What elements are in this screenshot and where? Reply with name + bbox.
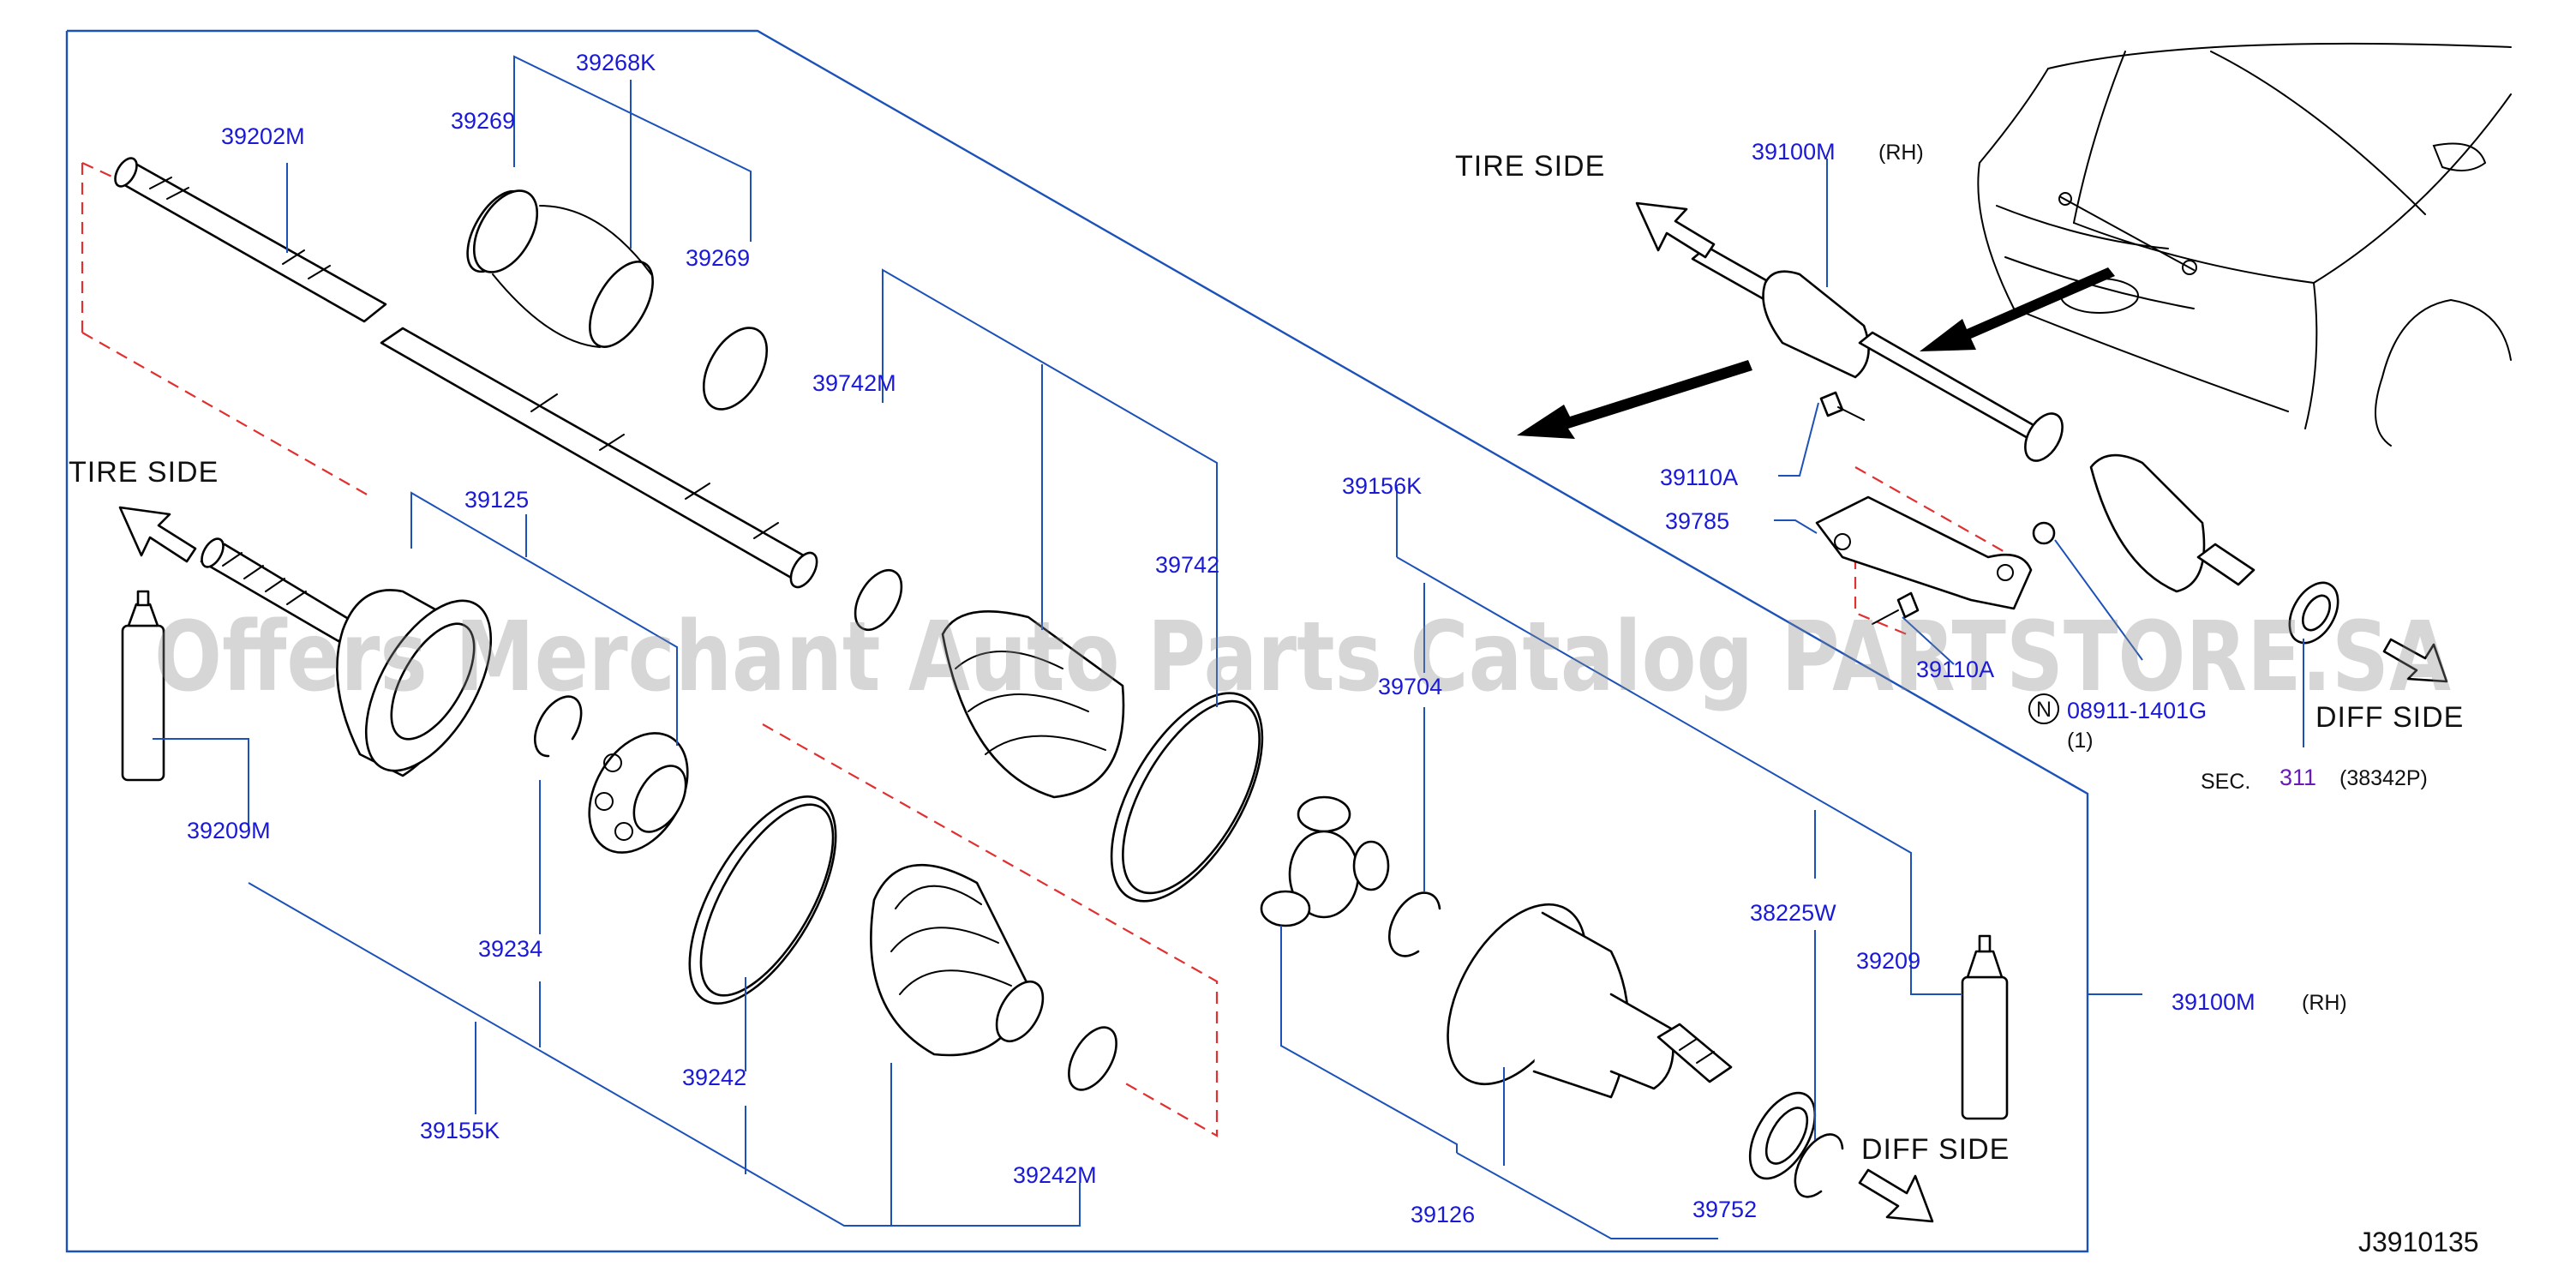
watermark: Offers Merchant Auto Parts Catalog PARTS… xyxy=(154,602,2451,713)
diff-side-arrow-right xyxy=(2382,638,2448,683)
assembly-frame xyxy=(65,29,2089,1253)
callout-38225W[interactable]: 38225W xyxy=(1750,900,1836,926)
callout-39100M-top[interactable]: 39100M xyxy=(1752,139,1836,165)
vehicle-location-view xyxy=(1977,42,2512,447)
callout-39785[interactable]: 39785 xyxy=(1665,508,1729,534)
grease-tube-39209 xyxy=(1961,934,2009,1120)
spider-assembly xyxy=(1260,795,1390,927)
nut-qty: (1) xyxy=(2067,729,2094,753)
tire-side-label-right: TIRE SIDE xyxy=(1455,150,1605,183)
callout-39209[interactable]: 39209 xyxy=(1856,948,1920,974)
rh-note-frame: (RH) xyxy=(2302,991,2347,1015)
snap-ring-39234 xyxy=(534,695,583,758)
callout-39125[interactable]: 39125 xyxy=(464,487,529,513)
tire-side-arrow-right xyxy=(1635,201,1716,259)
nut-symbol-circle xyxy=(2028,693,2059,724)
band-clamp-39269-left xyxy=(472,189,539,273)
sec-suffix: (38342P) xyxy=(2339,766,2428,790)
callout-39269-right[interactable]: 39269 xyxy=(686,245,750,271)
boot-band-39242-inner xyxy=(699,803,835,997)
grease-tube-39209M xyxy=(121,590,165,782)
diff-side-arrow-bottom xyxy=(1858,1168,1934,1223)
callout-39110A-top[interactable]: 39110A xyxy=(1660,465,1738,490)
oil-seal-38342P-inner xyxy=(2301,594,2332,632)
outer-cv-joint-39125 xyxy=(200,537,493,777)
diff-side-label-right: DIFF SIDE xyxy=(2315,701,2464,734)
support-bracket-39785 xyxy=(1815,495,2033,610)
diff-side-label-bottom: DIFF SIDE xyxy=(1861,1133,2010,1166)
direction-arrow-main xyxy=(1517,360,1752,439)
callout-39209M[interactable]: 39209M xyxy=(187,818,271,843)
ball-cage-39155K xyxy=(588,732,689,854)
assembled-drive-shaft xyxy=(1691,245,2255,593)
callout-39156K[interactable]: 39156K xyxy=(1342,473,1422,499)
callout-39202M[interactable]: 39202M xyxy=(221,123,305,149)
callout-08911-1401G[interactable]: 08911-1401G xyxy=(2067,698,2207,723)
leader-lines xyxy=(153,55,2304,1239)
bolt-39110A-top xyxy=(1819,391,1865,421)
dust-seal-39752-inner xyxy=(1764,1107,1809,1165)
boot-band-39742-inner xyxy=(1122,699,1261,895)
inner-joint-housing-39126 xyxy=(1447,903,1733,1099)
callout-39100M-frame[interactable]: 39100M xyxy=(2172,989,2255,1015)
callout-39268K[interactable]: 39268K xyxy=(576,50,656,75)
bolt-39110A-bottom xyxy=(1872,591,1920,625)
nut-08911-1401G xyxy=(2032,521,2056,545)
nut-symbol: N xyxy=(2036,698,2052,722)
rh-note-top: (RH) xyxy=(1878,141,1924,165)
callout-39155K[interactable]: 39155K xyxy=(420,1118,500,1143)
sec-prefix: SEC. xyxy=(2201,770,2250,794)
band-clamp-39269-right xyxy=(702,327,769,411)
drive-shaft-39202M xyxy=(114,157,818,589)
alignment-line-boot xyxy=(762,723,1219,1137)
diagram-code: J3910135 xyxy=(2358,1227,2479,1257)
alignment-line-shaft-3 xyxy=(81,332,369,496)
snap-ring-39704 xyxy=(1387,891,1441,957)
callout-39742M[interactable]: 39742M xyxy=(812,370,896,396)
callout-39704[interactable]: 39704 xyxy=(1378,674,1442,699)
callout-39110A-bottom[interactable]: 39110A xyxy=(1916,657,1994,682)
boot-outer xyxy=(870,863,1045,1057)
callout-39242M[interactable]: 39242M xyxy=(1013,1162,1097,1188)
callout-39752[interactable]: 39752 xyxy=(1692,1197,1757,1222)
callout-39242[interactable]: 39242 xyxy=(682,1065,746,1090)
alignment-line-bolt xyxy=(1854,466,2015,558)
callout-39269-left[interactable]: 39269 xyxy=(451,108,515,134)
sec-number-311[interactable]: 311 xyxy=(2279,765,2316,790)
callout-39234[interactable]: 39234 xyxy=(478,936,542,962)
tire-side-arrow-left xyxy=(118,506,197,563)
callout-39126[interactable]: 39126 xyxy=(1411,1202,1475,1227)
boot-inner xyxy=(854,569,1125,799)
circlip-38225W xyxy=(1794,1133,1844,1198)
callout-39742[interactable]: 39742 xyxy=(1155,552,1219,578)
tire-side-label-left: TIRE SIDE xyxy=(69,456,219,489)
small-band-39242M xyxy=(1068,1026,1117,1091)
